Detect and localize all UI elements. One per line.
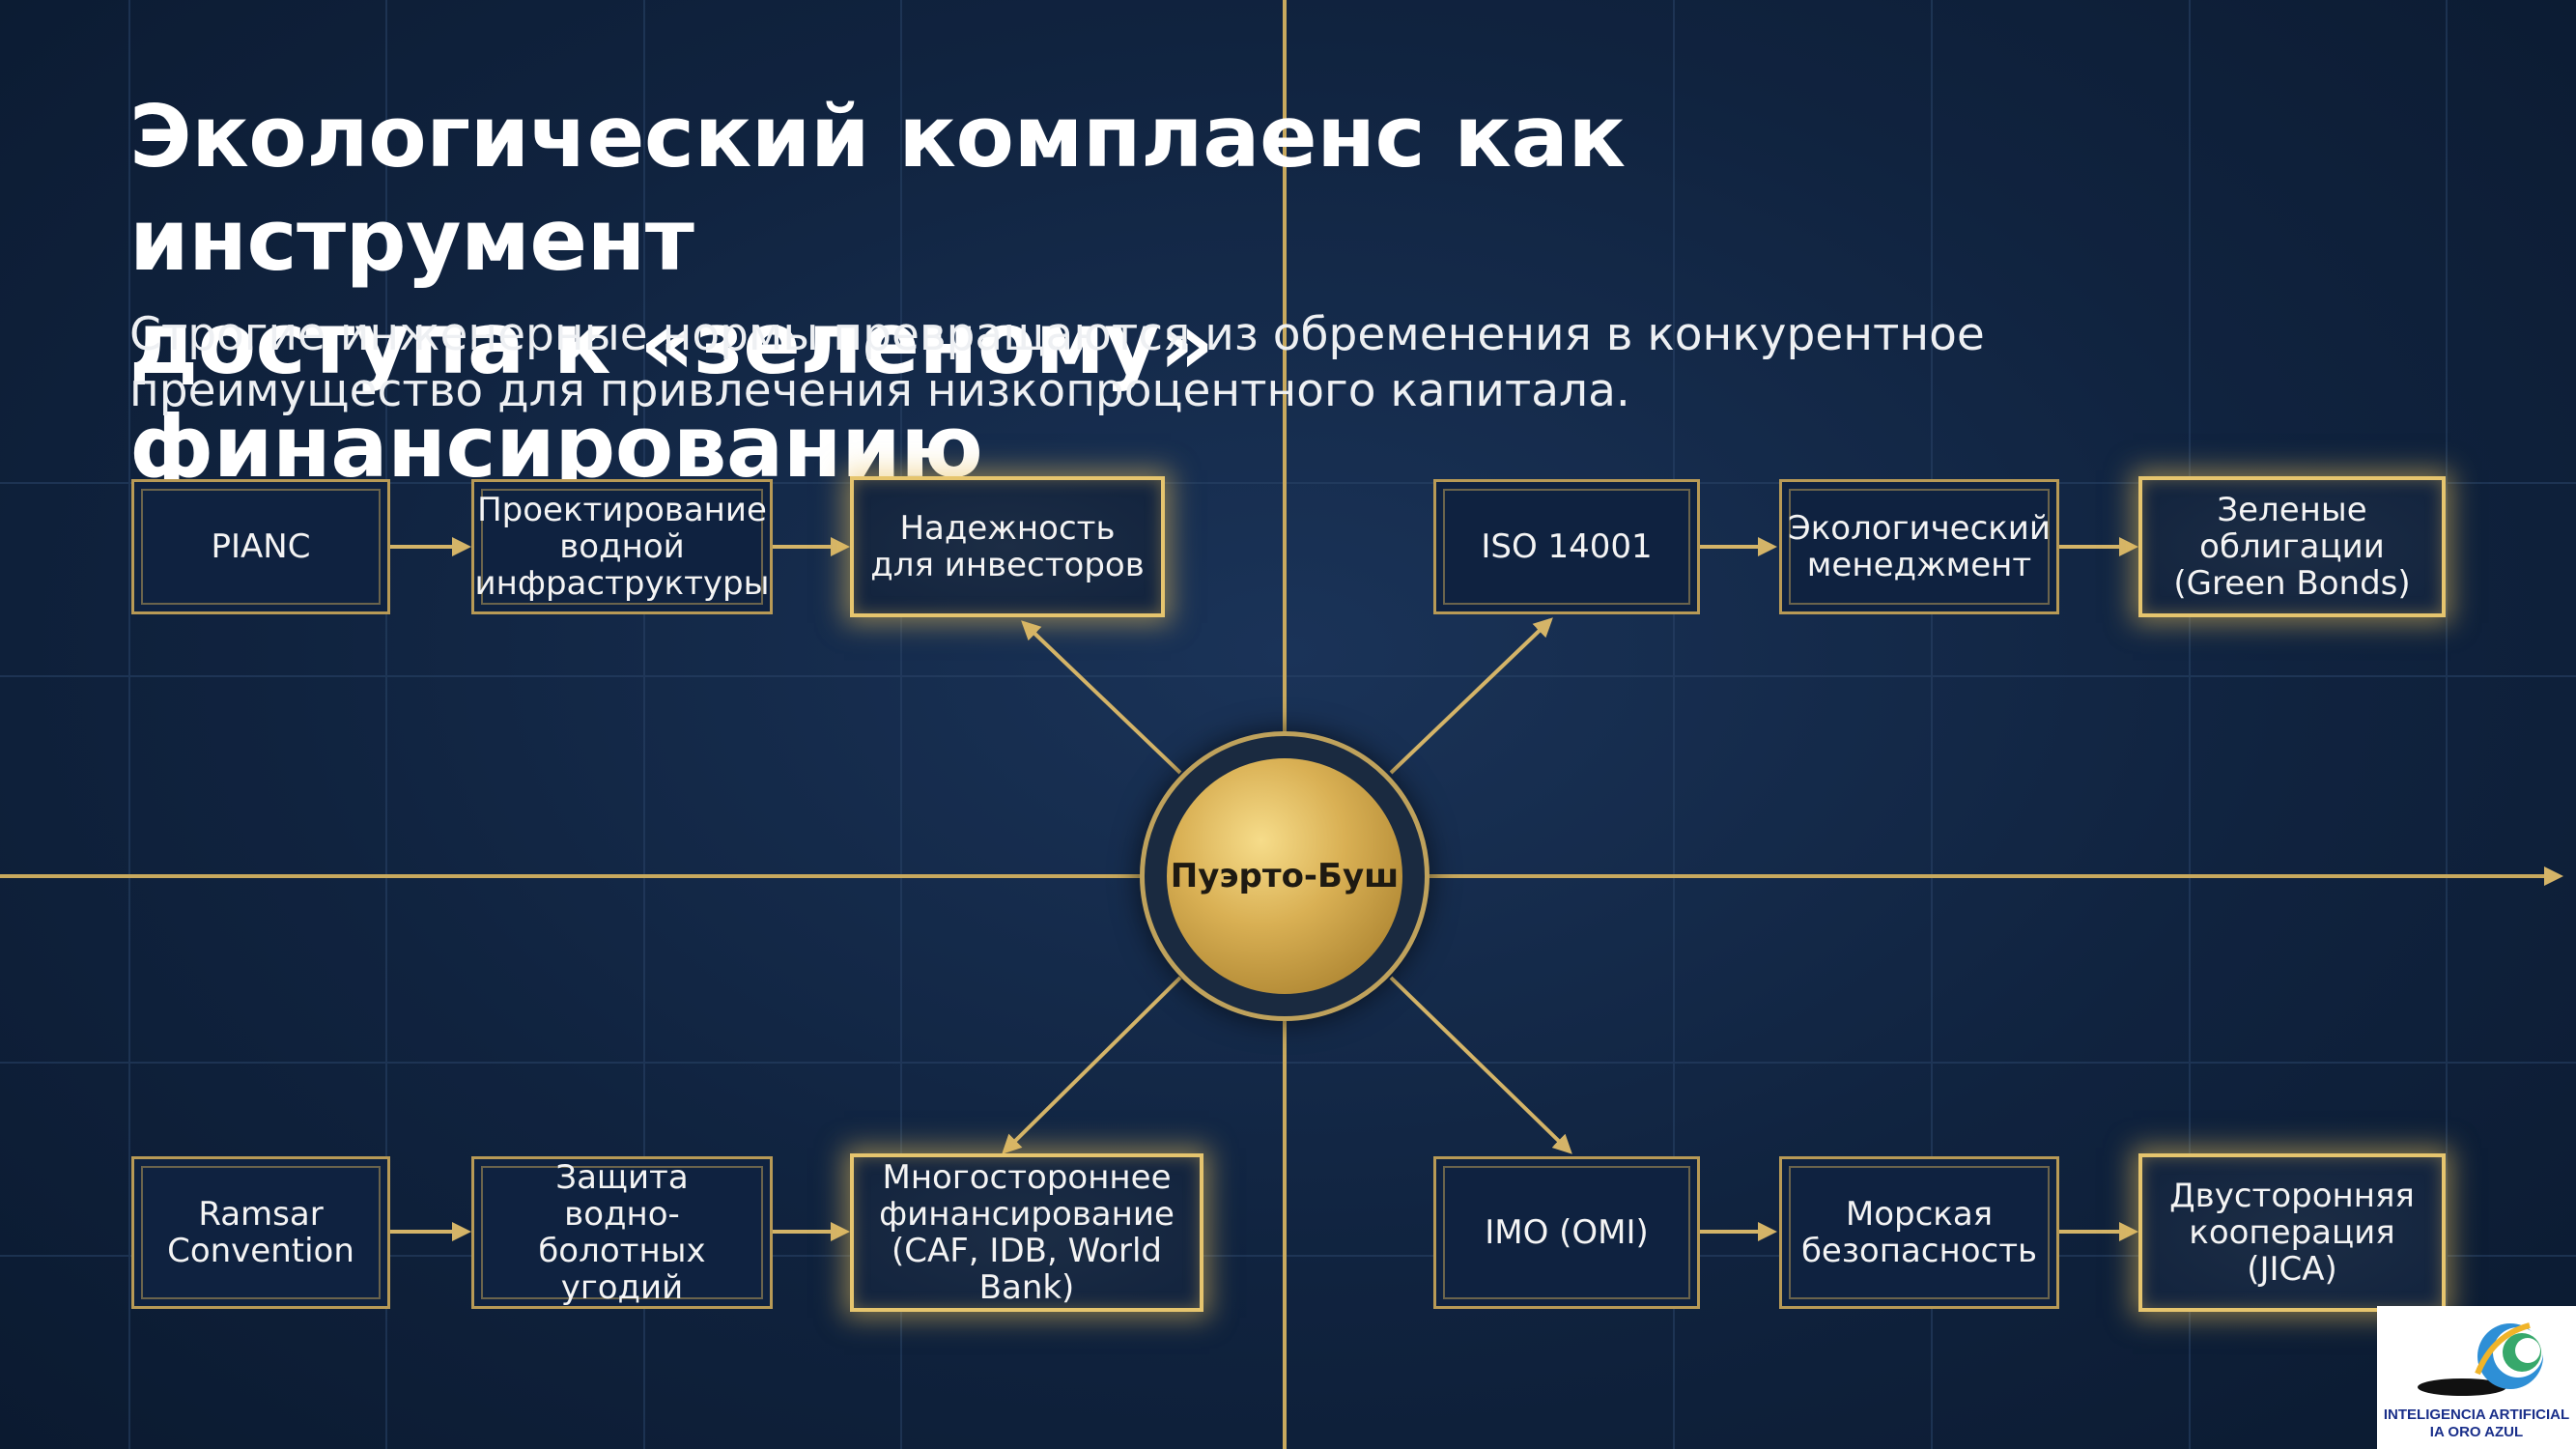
node-investor-reliability: Надежность для инвесторов <box>850 476 1165 617</box>
page-title: Экологический комплаенс как инструмент д… <box>129 87 1626 497</box>
logo-text: INTELIGENCIA ARTIFICIAL IA ORO AZUL <box>2377 1406 2576 1441</box>
node-water-infrastructure: Проектирование водной инфраструктуры <box>471 479 773 614</box>
connector-arrows <box>390 537 2138 1241</box>
node-ramsar-convention: Ramsar Convention <box>131 1156 390 1309</box>
logo-line-1: INTELIGENCIA ARTIFICIAL <box>2383 1406 2570 1423</box>
brand-logo: INTELIGENCIA ARTIFICIAL IA ORO AZUL <box>2377 1306 2576 1449</box>
node-green-bonds: Зеленые облигации (Green Bonds) <box>2138 476 2446 617</box>
hub-label: Пуэрто-Буш <box>1170 857 1400 895</box>
node-environmental-management: Экологический менеджмент <box>1779 479 2059 614</box>
logo-swirl-icon <box>2418 1322 2543 1396</box>
node-multilateral-financing: Многостороннее финансирование (CAF, IDB,… <box>850 1153 1203 1312</box>
node-wetland-protection: Защита водно-болотных угодий <box>471 1156 773 1309</box>
node-iso-14001: ISO 14001 <box>1433 479 1700 614</box>
logo-line-2: IA ORO AZUL <box>2429 1424 2524 1440</box>
node-bilateral-cooperation: Двусторонняя кооперация (JICA) <box>2138 1153 2446 1312</box>
node-pianc: PIANC <box>131 479 390 614</box>
node-imo-omi: IMO (OMI) <box>1433 1156 1700 1309</box>
hub-puerto-busch: Пуэрто-Буш <box>1167 758 1402 994</box>
node-maritime-safety: Морская безопасность <box>1779 1156 2059 1309</box>
page-subtitle: Строгие инженерные нормы превращаются из… <box>129 308 1985 417</box>
